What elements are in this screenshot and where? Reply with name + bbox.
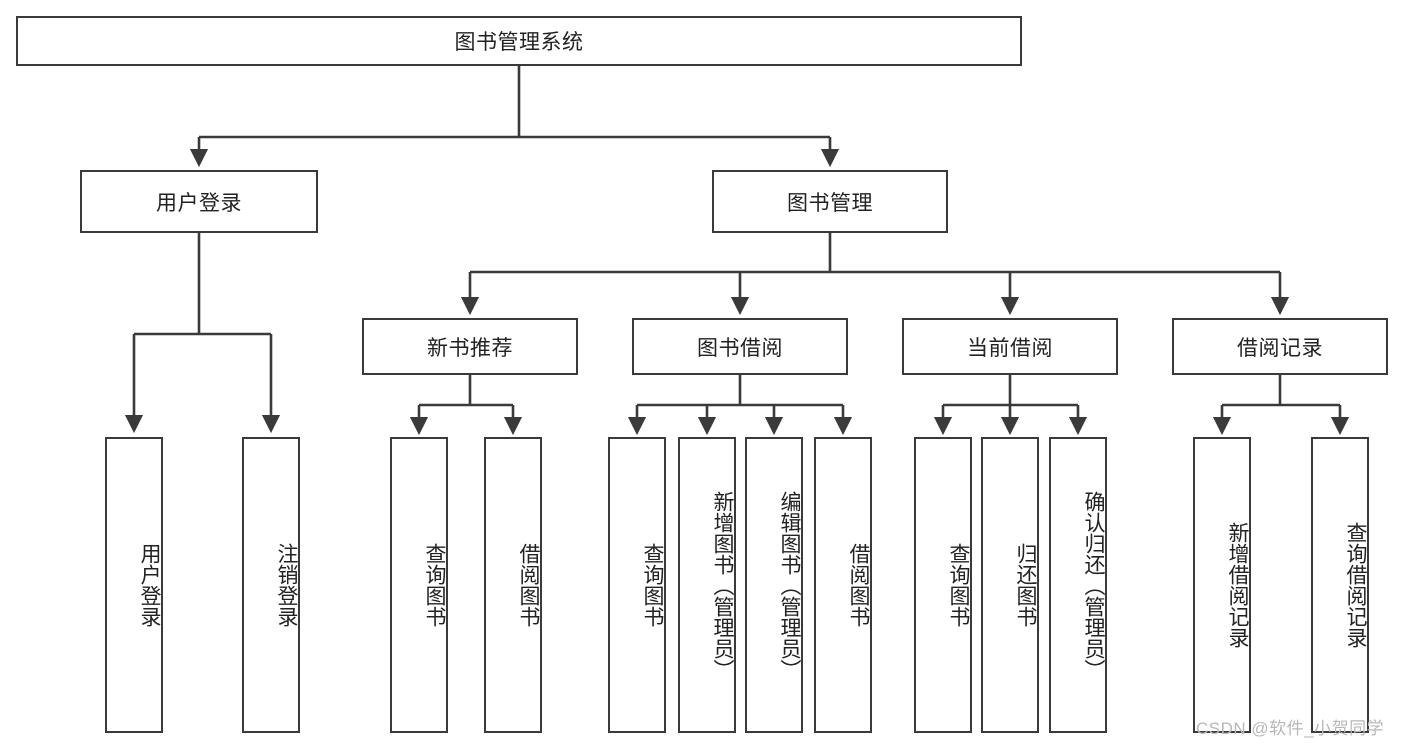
leaf-label: 新增借阅记录 (1226, 522, 1249, 648)
leaf-query-book-borrow[interactable]: 查询图书 (608, 437, 666, 733)
leaf-label: 确认归还（管理员） (1082, 490, 1105, 680)
node-book-management[interactable]: 图书管理 (712, 170, 948, 233)
leaf-label: 查询借阅记录 (1344, 522, 1367, 648)
csdn-watermark: CSDN @软件_小贺同学 (1196, 719, 1385, 738)
node-borrow-record[interactable]: 借阅记录 (1172, 318, 1388, 375)
leaf-add-borrow-record[interactable]: 新增借阅记录 (1193, 437, 1251, 733)
leaf-borrow-book[interactable]: 借阅图书 (814, 437, 872, 733)
leaf-label: 查询图书 (947, 543, 970, 627)
leaf-label: 借阅图书 (847, 543, 870, 627)
leaf-label: 查询图书 (423, 543, 446, 627)
leaf-label: 查询图书 (641, 543, 664, 627)
node-current-borrow[interactable]: 当前借阅 (902, 318, 1118, 375)
leaf-confirm-return-admin[interactable]: 确认归还（管理员） (1049, 437, 1107, 733)
leaf-label: 借阅图书 (517, 543, 540, 627)
node-root-library-system[interactable]: 图书管理系统 (16, 16, 1022, 66)
leaf-edit-book-admin[interactable]: 编辑图书（管理员） (745, 437, 803, 733)
leaf-query-book-current[interactable]: 查询图书 (914, 437, 972, 733)
leaf-query-borrow-record[interactable]: 查询借阅记录 (1311, 437, 1369, 733)
leaf-label: 归还图书 (1014, 543, 1037, 627)
leaf-query-book-recommend[interactable]: 查询图书 (390, 437, 448, 733)
leaf-logout[interactable]: 注销登录 (242, 437, 300, 733)
leaf-label: 编辑图书（管理员） (778, 490, 801, 680)
leaf-user-login[interactable]: 用户登录 (105, 437, 163, 733)
leaf-return-book[interactable]: 归还图书 (981, 437, 1039, 733)
leaf-borrow-book-recommend[interactable]: 借阅图书 (484, 437, 542, 733)
leaf-label: 用户登录 (138, 543, 161, 627)
node-new-book-recommend[interactable]: 新书推荐 (362, 318, 578, 375)
node-book-borrow[interactable]: 图书借阅 (632, 318, 848, 375)
leaf-label: 注销登录 (275, 543, 298, 627)
leaf-label: 新增图书（管理员） (711, 490, 734, 680)
leaf-add-book-admin[interactable]: 新增图书（管理员） (678, 437, 736, 733)
node-user-login[interactable]: 用户登录 (80, 170, 318, 233)
